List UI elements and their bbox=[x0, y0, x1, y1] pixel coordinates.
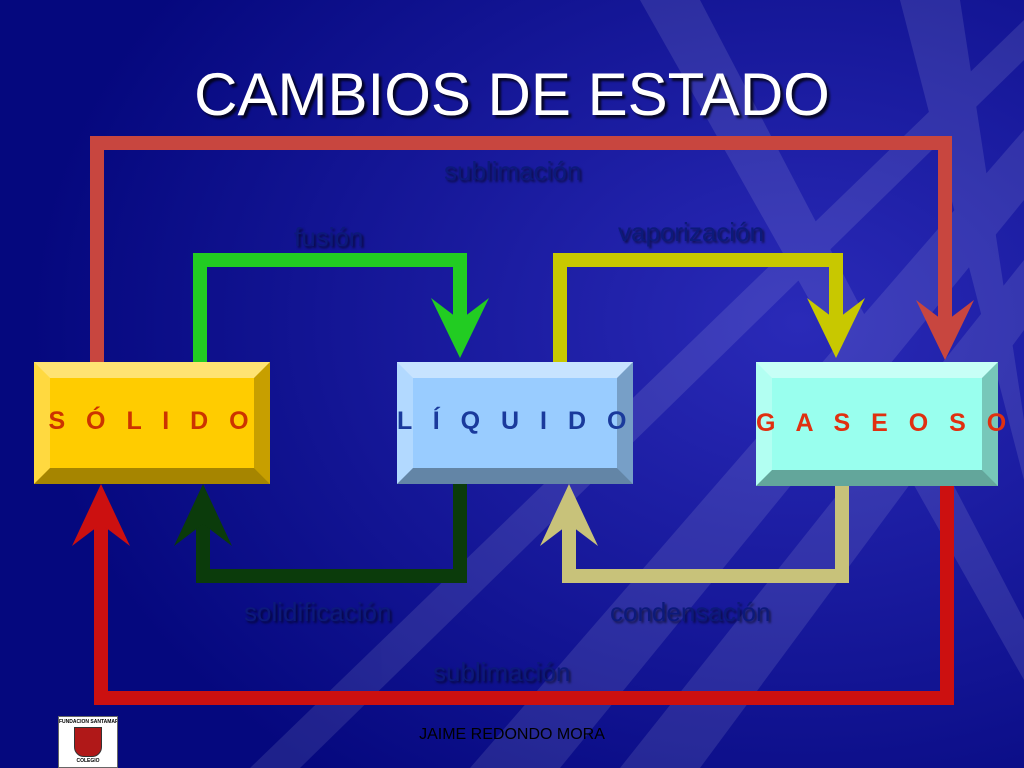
vaporization-label: vaporización bbox=[618, 217, 764, 247]
solidification-arrow bbox=[174, 484, 467, 583]
fusion-label: fusión bbox=[294, 222, 364, 252]
condensation-label: condensación bbox=[610, 597, 771, 627]
gas-label: G A S E O S O bbox=[756, 409, 1014, 437]
vaporization-arrow bbox=[553, 253, 865, 362]
gas-box bbox=[756, 362, 998, 486]
solid-label: S Ó L I D O bbox=[48, 407, 256, 435]
liquid-box bbox=[397, 362, 633, 484]
solidification-label: solidificación bbox=[244, 597, 392, 627]
liquid-label: L Í Q U I D O bbox=[397, 407, 634, 435]
sublimation-top-label: sublimación bbox=[444, 156, 582, 186]
logo-bottom-text: COLEGIO bbox=[76, 758, 100, 764]
sublimation-top-arrow bbox=[90, 136, 974, 362]
slide-title: CAMBIOS DE ESTADO bbox=[194, 61, 830, 128]
logo-top-text: FUNDACION SANTAMARIA bbox=[59, 719, 117, 725]
fusion-arrow bbox=[193, 253, 489, 362]
logo-shield bbox=[74, 727, 102, 757]
sublimation-bottom-arrow bbox=[72, 484, 954, 705]
condensation-arrow bbox=[540, 484, 849, 583]
footer-author: JAIME REDONDO MORA bbox=[419, 726, 605, 743]
sublimation-bottom-label: sublimación bbox=[433, 657, 571, 687]
solid-box bbox=[34, 362, 270, 484]
school-logo: FUNDACION SANTAMARIA COLEGIO bbox=[58, 716, 118, 768]
